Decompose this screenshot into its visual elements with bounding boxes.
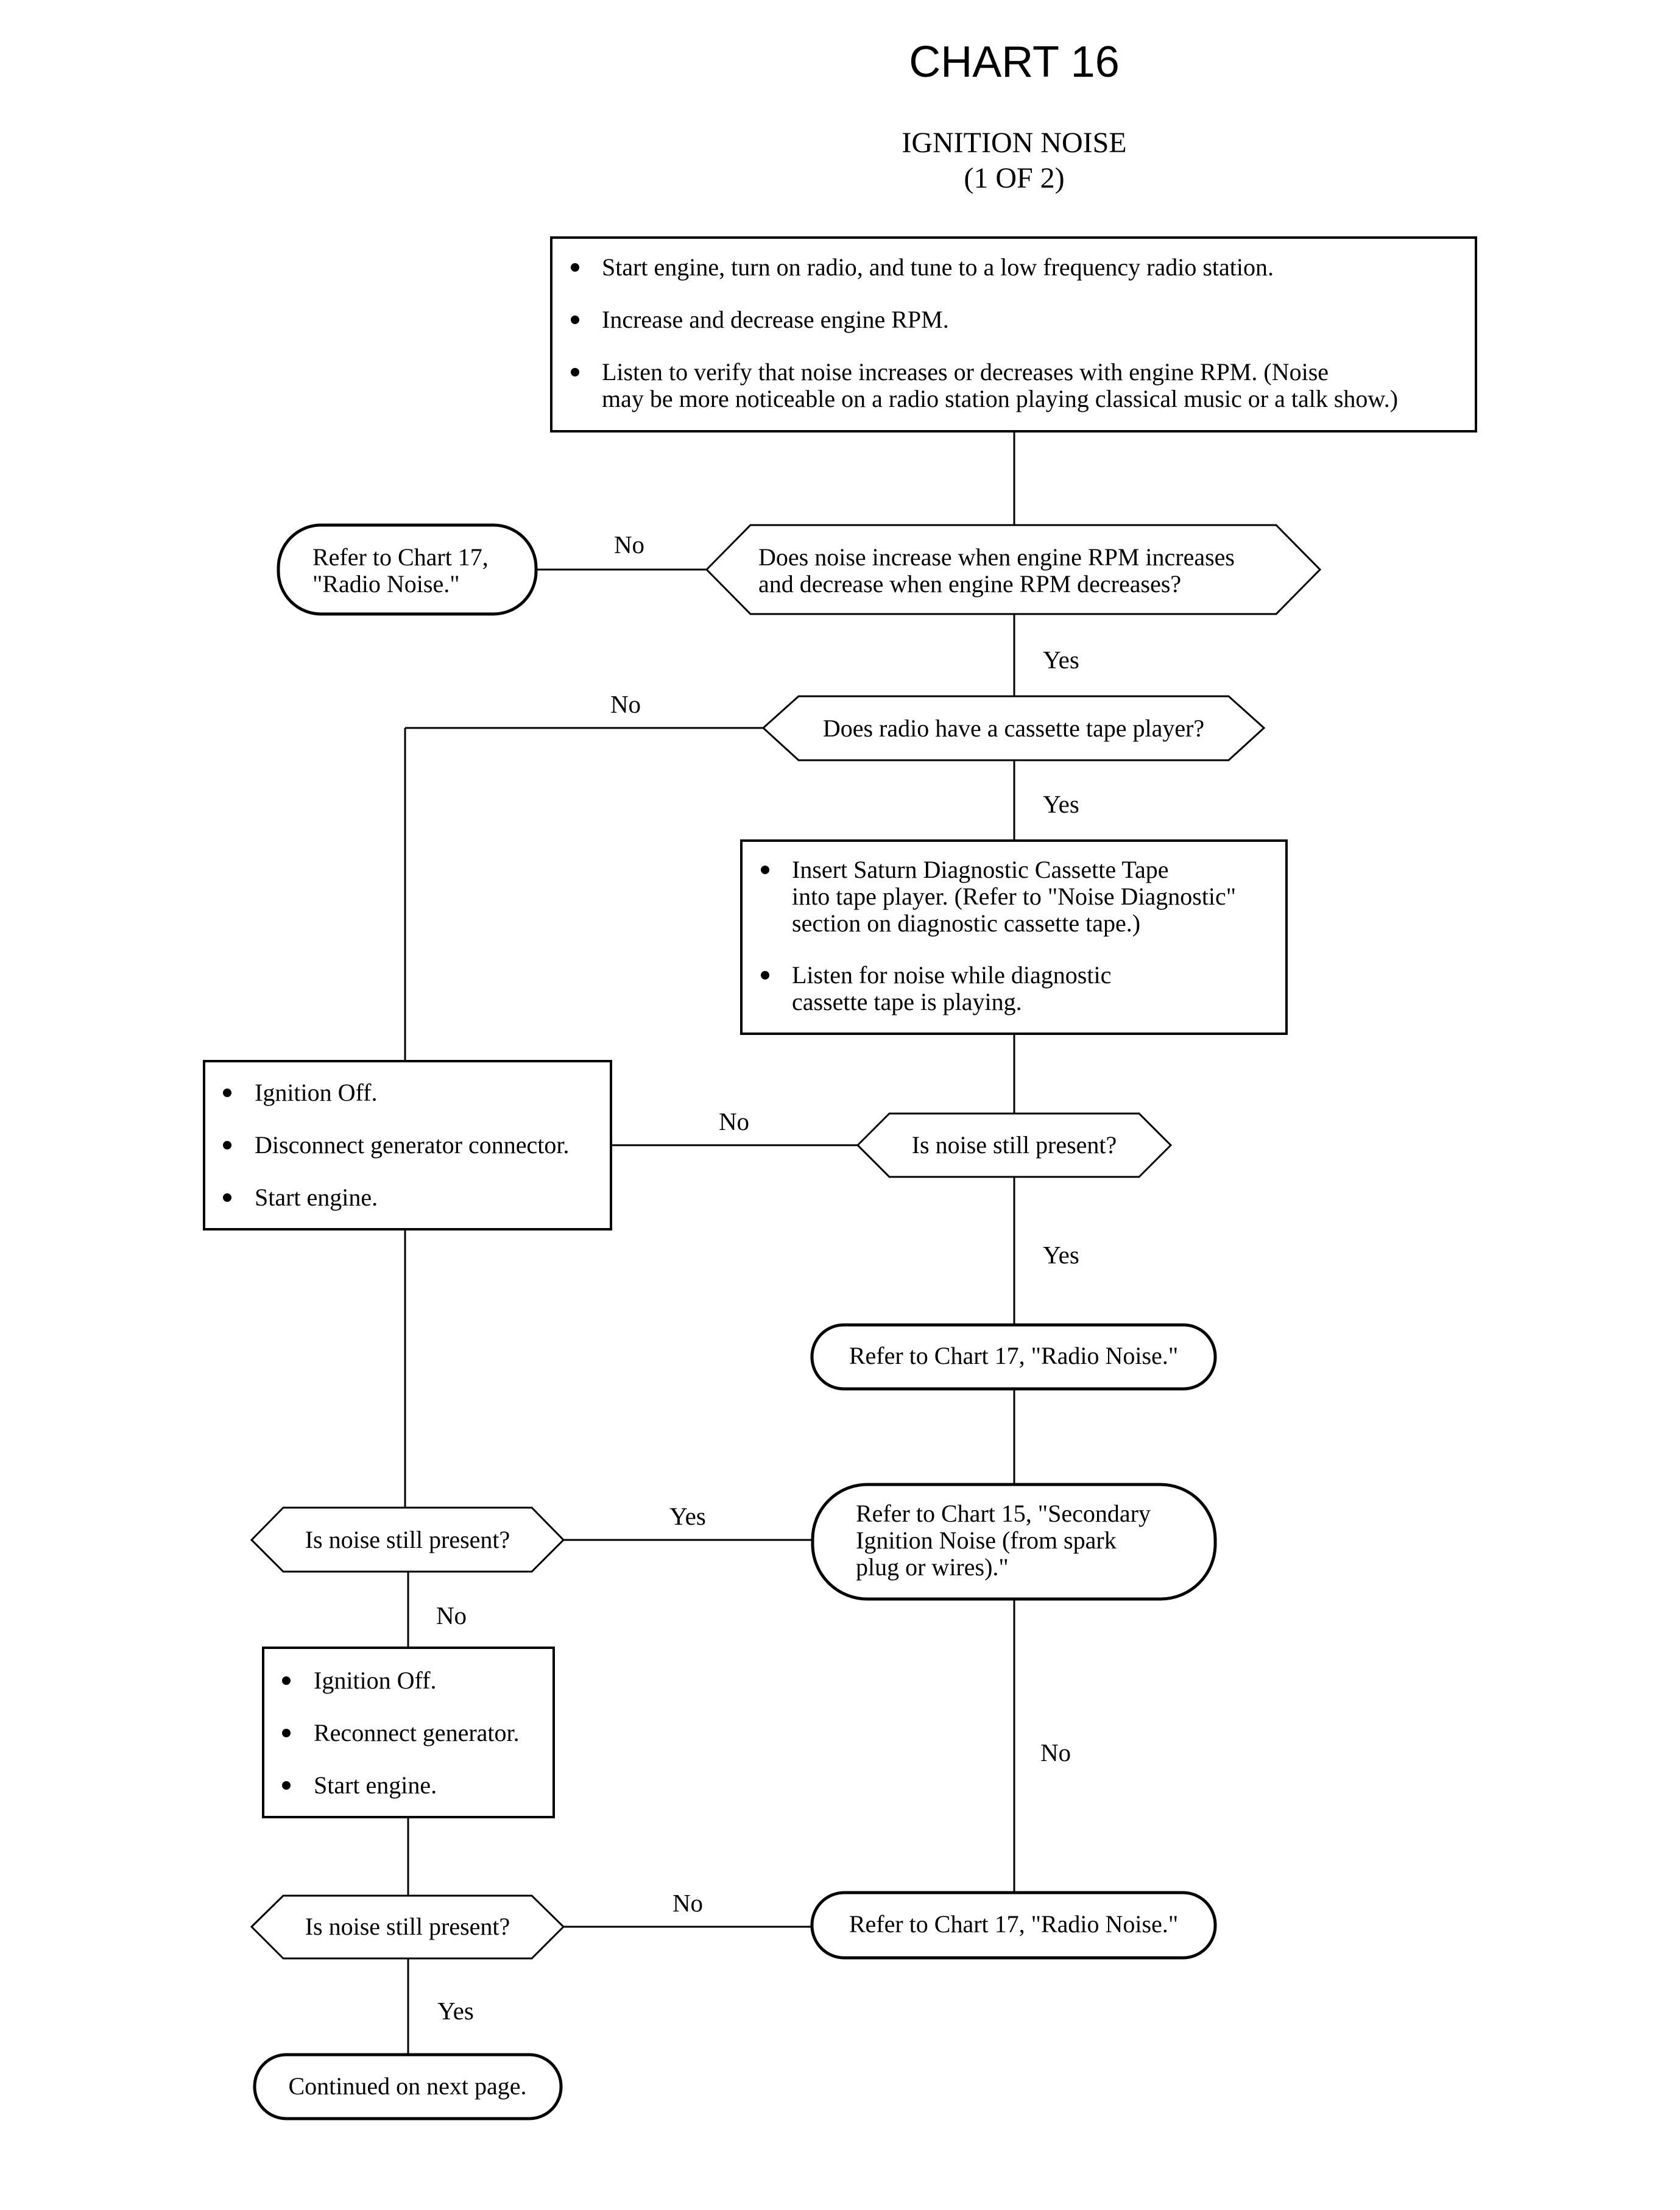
cassette-box-bullet-1 <box>761 866 769 874</box>
cassette-box-bullet-2 <box>761 971 769 980</box>
start-box-item-2-line-1: Increase and decrease engine RPM. <box>602 306 949 333</box>
cassette-instructions-box: Insert Saturn Diagnostic Cassette Tapein… <box>740 839 1288 1035</box>
label-noise1-no: No <box>719 1107 749 1135</box>
decision-noise-1-text: Is noise still present? <box>912 1131 1117 1159</box>
generator-box-bullet-1 <box>223 1089 231 1097</box>
start-box-item-3-line-1: Listen to verify that noise increases or… <box>602 358 1329 386</box>
reconnect-box-item-2-line-1: Reconnect generator. <box>314 1719 520 1746</box>
label-noise1-yes: Yes <box>1043 1241 1079 1269</box>
terminal-radio-noise-1-line2: "Radio Noise." <box>312 570 460 598</box>
decision-noise-2-text: Is noise still present? <box>305 1526 510 1553</box>
reconnect-box-bullet-3 <box>282 1781 291 1790</box>
terminal-radio-noise-1-line1: Refer to Chart 17, <box>312 543 489 571</box>
terminal-continued: Continued on next page. <box>253 2053 563 2120</box>
start-box-bullet-2 <box>571 316 579 324</box>
terminal-radio-noise-1: Refer to Chart 17, "Radio Noise." <box>277 523 538 616</box>
reconnect-instructions-box: Ignition Off. Reconnect generator. Start e… <box>262 1647 555 1818</box>
start-instructions-box: Start engine, turn on radio, and tune to… <box>550 236 1477 432</box>
terminal-secondary-line3: plug or wires)." <box>856 1553 1009 1581</box>
generator-box-bullet-3 <box>223 1193 231 1202</box>
decision-cassette-player: Does radio have a cassette tape player? <box>761 695 1266 761</box>
reconnect-box-bullet-2 <box>282 1729 291 1737</box>
cassette-box-item-2-line-1: Listen for noise while diagnostic <box>792 961 1111 989</box>
terminal-radio-noise-3-text: Refer to Chart 17, "Radio Noise." <box>849 1910 1178 1938</box>
label-noise2-no: No <box>436 1601 467 1629</box>
terminal-radio-noise-3: Refer to Chart 17, "Radio Noise." <box>810 1891 1217 1960</box>
terminal-secondary-ignition: Refer to Chart 15, "Secondary Ignition N… <box>811 1483 1217 1601</box>
cassette-box-item-1-line-2: into tape player. (Refer to "Noise Diagn… <box>792 883 1236 910</box>
generator-instructions-box: Ignition Off. Disconnect generator connec… <box>203 1060 612 1230</box>
label-noise2-yes: Yes <box>669 1502 706 1530</box>
terminal-continued-text: Continued on next page. <box>288 2072 526 2100</box>
decision-noise-present-2: Is noise still present? <box>250 1506 565 1573</box>
label-cassette-no: No <box>610 690 641 718</box>
label-rpm-yes: Yes <box>1043 646 1079 674</box>
decision-noise-present-1: Is noise still present? <box>856 1112 1173 1178</box>
start-box-bullet-3 <box>571 368 579 376</box>
terminal-secondary-line2: Ignition Noise (from spark <box>856 1527 1117 1554</box>
terminal-secondary-line1: Refer to Chart 15, "Secondary <box>856 1500 1151 1527</box>
label-secondary-no: No <box>1040 1739 1071 1767</box>
cassette-box-item-1-line-1: Insert Saturn Diagnostic Cassette Tape <box>792 856 1169 883</box>
connector-lines <box>404 431 1015 2055</box>
cassette-box-item-1-line-3: section on diagnostic cassette tape.) <box>792 909 1140 937</box>
start-box-item-1-line-1: Start engine, turn on radio, and tune to… <box>602 253 1274 281</box>
generator-box-item-1-line-1: Ignition Off. <box>255 1079 377 1106</box>
chart-page-indicator: (1 OF 2) <box>964 162 1064 194</box>
label-noise3-no: No <box>672 1889 703 1917</box>
chart-subtitle: IGNITION NOISE <box>902 127 1126 159</box>
decision-noise-present-3: Is noise still present? <box>250 1894 565 1960</box>
label-rpm-no: No <box>614 531 644 559</box>
label-cassette-yes: Yes <box>1043 790 1079 818</box>
decision-rpm-line2: and decrease when engine RPM decreases? <box>758 570 1181 598</box>
terminal-radio-noise-2: Refer to Chart 17, "Radio Noise." <box>810 1323 1217 1391</box>
decision-rpm-line1: Does noise increase when engine RPM incr… <box>758 543 1235 571</box>
reconnect-box-bullet-1 <box>282 1676 291 1685</box>
label-noise3-yes: Yes <box>437 1997 474 2025</box>
start-box-bullet-1 <box>571 263 579 272</box>
decision-cassette-text: Does radio have a cassette tape player? <box>823 715 1204 742</box>
decision-rpm-change: Does noise increase when engine RPM incr… <box>705 524 1322 615</box>
generator-box-item-2-line-1: Disconnect generator connector. <box>255 1131 569 1159</box>
reconnect-box-item-1-line-1: Ignition Off. <box>314 1667 436 1694</box>
decision-noise-3-text: Is noise still present? <box>305 1913 510 1940</box>
generator-box-item-3-line-1: Start engine. <box>255 1184 378 1211</box>
cassette-box-item-2-line-2: cassette tape is playing. <box>792 988 1022 1015</box>
chart-title: CHART 16 <box>909 38 1119 86</box>
generator-box-bullet-2 <box>223 1141 231 1149</box>
reconnect-box-item-3-line-1: Start engine. <box>314 1771 437 1799</box>
terminal-radio-noise-2-text: Refer to Chart 17, "Radio Noise." <box>849 1342 1178 1369</box>
start-box-item-3-line-2: may be more noticeable on a radio statio… <box>602 385 1398 412</box>
